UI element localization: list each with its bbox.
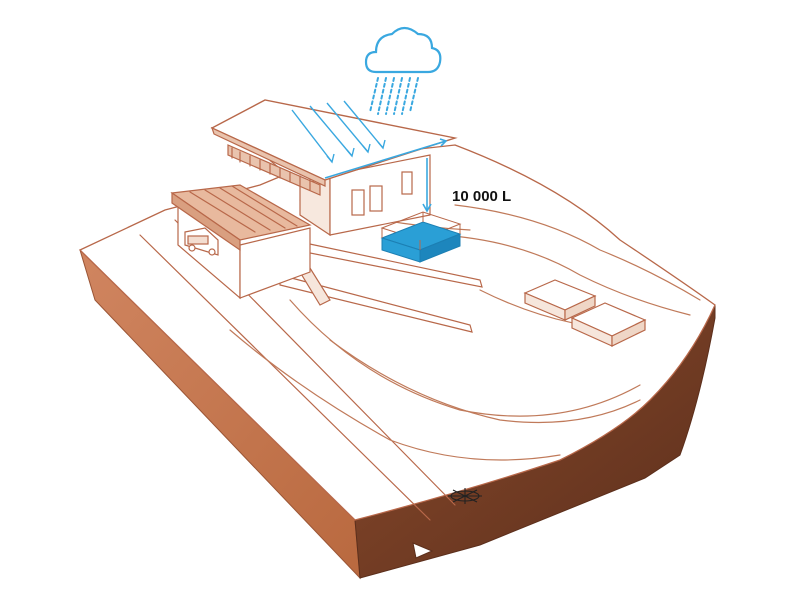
garden-bed-2 [570,302,647,347]
roof-runoff-arrows [291,100,386,164]
house [170,99,458,300]
window [401,171,413,195]
garden-beds [523,279,647,347]
compass-icon [448,488,482,504]
terraces [279,241,483,333]
garden-bed-1 [523,279,597,321]
gutter-flow [324,138,448,213]
window [369,185,383,212]
car [184,227,219,256]
water-tank [380,211,462,263]
entry-marker [412,542,434,559]
window [351,189,365,216]
tank-water-side [419,233,461,263]
tank-capacity-label: 10 000 L [452,188,512,205]
rain-cloud-icon [364,26,442,115]
upper-balcony [227,144,321,196]
